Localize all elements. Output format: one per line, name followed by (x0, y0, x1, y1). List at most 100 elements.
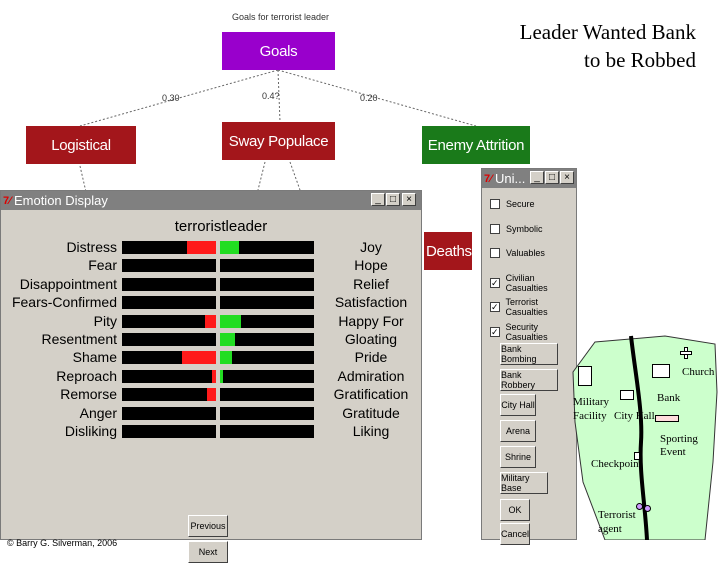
goal-node-enemy-attrition[interactable]: Enemy Attrition (422, 126, 530, 164)
checkbox[interactable] (490, 248, 500, 259)
unit-checkbox-row[interactable]: ✓ Terrorist Casualties (490, 297, 576, 317)
unit-action-button[interactable]: Military Base (500, 472, 548, 494)
checkbox-label: Terrorist Casualties (505, 297, 548, 318)
emotion-display-window: 7⁄ Emotion Display _ □ × terroristleader… (0, 190, 422, 563)
unit-checkbox-row[interactable]: Symbolic (490, 223, 543, 234)
emotion-label-right: Hope (354, 257, 388, 274)
slide-title-line-1: Leader Wanted Bank (519, 20, 696, 44)
checkbox-label: Civilian Casualties (505, 272, 548, 293)
unit-checkbox-row[interactable]: ✓ Civilian Casualties (490, 273, 576, 293)
emotion-bar-positive (220, 406, 314, 420)
checkbox[interactable]: ✓ (490, 327, 500, 337)
emotion-label-left: Fears-Confirmed (11, 294, 117, 311)
map-label-facility: Facility (573, 410, 607, 422)
emotion-window-titlebar[interactable]: 7⁄ Emotion Display _ □ × (1, 191, 421, 210)
emotion-label-right: Pride (354, 349, 388, 366)
unit-action-button[interactable]: OK (500, 499, 530, 521)
emotion-bar-negative (122, 259, 216, 273)
emotion-label-right: Liking (352, 423, 390, 439)
unit-checkbox-row[interactable]: ✓ Security Casualties (490, 322, 576, 342)
emotion-bar-fill-positive (220, 369, 223, 383)
emotion-window-title: Emotion Display (13, 193, 108, 208)
minimize-icon[interactable]: _ (530, 171, 544, 184)
minimize-icon[interactable]: _ (371, 193, 385, 206)
unit-action-button[interactable]: City Hall (500, 394, 536, 416)
unit-checkbox-row[interactable]: Valuables (490, 248, 545, 259)
checkbox[interactable]: ✓ (490, 277, 500, 288)
emotion-label-right: Happy For (338, 312, 404, 329)
maximize-icon[interactable]: □ (545, 171, 559, 184)
terrorist-agent-icon[interactable] (636, 503, 652, 513)
checkbox[interactable]: ✓ (490, 302, 500, 313)
goal-node-deaths[interactable]: Deaths (424, 232, 472, 270)
emotion-bar-fill-positive (220, 333, 236, 346)
map-label-sporting: Sporting (660, 433, 698, 445)
map-label-bank: Bank (657, 392, 681, 404)
goal-node-logistical[interactable]: Logistical (26, 126, 136, 164)
unit-action-button[interactable]: Bank Bombing (500, 343, 558, 365)
weight-logistical: 0.30 (162, 93, 180, 103)
emotion-label-left: Disappointment (19, 275, 117, 292)
bank-icon (652, 364, 670, 378)
emotion-label-right: Gloating (344, 331, 398, 347)
emotion-bar-fill-negative (182, 351, 216, 365)
slide-title-line-2: to be Robbed (584, 48, 696, 72)
map-label-event: Event (660, 446, 686, 458)
previous-button[interactable]: Previous (188, 515, 228, 537)
emotion-bar-positive (220, 241, 314, 254)
emotion-bar-negative (122, 314, 216, 328)
emotion-label-right: Admiration (337, 367, 405, 384)
military-facility-icon (578, 366, 592, 386)
emotion-bar-fill-positive (220, 241, 239, 254)
stadium-icon (655, 415, 679, 422)
checkbox-label: Symbolic (506, 223, 543, 234)
emotion-bar-negative (122, 351, 216, 365)
emotion-bar-positive (220, 333, 314, 346)
emotion-label-right: Gratitude (342, 404, 400, 421)
emotion-bar-negative (122, 369, 216, 383)
checkbox-label: Security Casualties (505, 322, 548, 342)
checkpoint-icon (634, 452, 640, 460)
emotion-label-left: Distress (66, 239, 117, 255)
map-label-terrorist: Terrorist (598, 509, 636, 521)
map-label-church: Church (682, 366, 715, 378)
unit-action-button[interactable]: Bank Robbery (500, 369, 558, 391)
maximize-icon[interactable]: □ (386, 193, 400, 206)
slide-title: Leader Wanted Bank to be Robbed (520, 18, 696, 74)
emotion-label-left: Shame (72, 349, 117, 366)
unit-checkbox-row[interactable]: Secure (490, 199, 535, 209)
emotion-bar-negative (122, 296, 216, 310)
map-label-agent: agent (598, 523, 622, 535)
close-icon[interactable]: × (402, 193, 416, 206)
emotion-bar-negative (122, 406, 216, 420)
unit-action-button[interactable]: Arena (500, 420, 536, 442)
unit-action-button[interactable]: Shrine (500, 446, 536, 468)
emotion-bar-fill-positive (220, 314, 241, 328)
weight-sway: 0.4? (262, 91, 280, 101)
goal-node-sway-populace[interactable]: Sway Populace (222, 122, 335, 160)
emotion-label-left: Reproach (56, 367, 117, 384)
next-button[interactable]: Next (188, 541, 228, 563)
emotion-bar-positive (220, 277, 314, 291)
emotion-bar-fill-negative (206, 388, 216, 402)
emotion-label-left: Fear (88, 257, 117, 274)
goal-tree-connectors (79, 69, 477, 193)
map-label-military: Military (573, 396, 610, 408)
goal-node-root[interactable]: Goals (222, 32, 335, 70)
goal-tree-caption: Goals for terrorist leader (232, 12, 330, 22)
city-hall-icon (620, 390, 634, 400)
checkbox[interactable] (490, 199, 500, 209)
unit-window-titlebar[interactable]: 7⁄ Uni... _ □ × (482, 169, 576, 188)
map-label-checkpoint: Checkpoint (591, 458, 642, 470)
checkbox[interactable] (490, 223, 500, 234)
unit-action-button[interactable]: Cancel (500, 523, 530, 545)
unit-window-title: Uni... (494, 171, 526, 186)
checkbox-label: Secure (506, 199, 535, 209)
map-label-city-hall: City Hall (614, 410, 655, 422)
emotion-bar-fill-positive (220, 351, 233, 365)
emotion-bar-negative (122, 425, 216, 438)
close-icon[interactable]: × (560, 171, 574, 184)
emotion-bar-positive (220, 296, 314, 310)
emotion-label-left: Pity (93, 312, 117, 329)
